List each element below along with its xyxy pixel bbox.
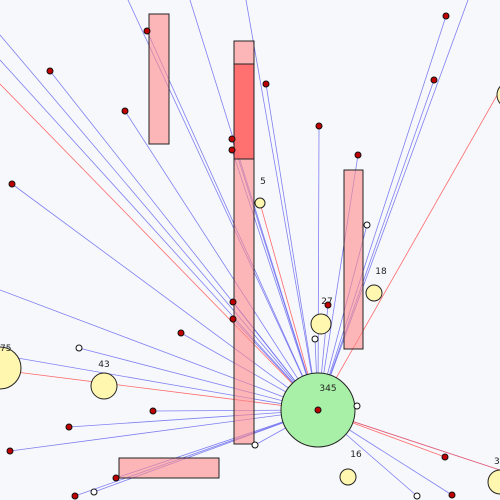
white-node[interactable] bbox=[311, 335, 319, 343]
hub-label: 345 bbox=[319, 384, 336, 394]
bubble[interactable] bbox=[487, 469, 500, 495]
red-node[interactable] bbox=[177, 329, 185, 337]
link-line bbox=[9, 409, 319, 452]
link-line-red bbox=[0, 369, 319, 411]
red-node[interactable] bbox=[71, 492, 79, 500]
red-node[interactable] bbox=[229, 298, 237, 306]
red-node[interactable] bbox=[121, 107, 129, 115]
hub-center-dot bbox=[314, 406, 322, 414]
red-node[interactable] bbox=[324, 301, 332, 309]
red-node[interactable] bbox=[448, 491, 456, 499]
red-node[interactable] bbox=[315, 122, 323, 130]
white-node[interactable] bbox=[75, 344, 83, 352]
score-bubbles: 75 43 5 18 27 16 3 bbox=[0, 82, 500, 495]
enemy-nodes bbox=[6, 12, 456, 500]
horizontal-bar bbox=[118, 457, 220, 479]
red-node[interactable] bbox=[8, 180, 16, 188]
link-line bbox=[0, 354, 319, 411]
link-line-red bbox=[317, 89, 500, 411]
link-line bbox=[146, 30, 319, 411]
red-node[interactable] bbox=[228, 146, 236, 154]
red-node[interactable] bbox=[6, 447, 14, 455]
bubble[interactable] bbox=[310, 313, 332, 335]
bubble-label: 18 bbox=[375, 267, 387, 277]
bubble-label: 5 bbox=[260, 177, 266, 187]
red-node[interactable] bbox=[143, 27, 151, 35]
red-node[interactable] bbox=[46, 67, 54, 75]
bubble-label: 75 bbox=[0, 344, 11, 354]
link-line bbox=[0, 289, 319, 411]
link-line bbox=[78, 347, 319, 411]
vertical-bar bbox=[148, 13, 170, 145]
bubble-label: 16 bbox=[350, 450, 362, 460]
white-node[interactable] bbox=[353, 402, 361, 410]
bubble[interactable] bbox=[254, 197, 266, 209]
vertical-bar-highlight bbox=[233, 63, 255, 160]
link-line bbox=[317, 15, 447, 411]
bubble[interactable] bbox=[365, 284, 383, 302]
bubble-label: 3 bbox=[494, 457, 500, 467]
link-line bbox=[317, 0, 469, 411]
vertical-bar bbox=[343, 169, 364, 350]
white-node[interactable] bbox=[363, 221, 371, 229]
bubble-label: 43 bbox=[98, 360, 109, 370]
link-line bbox=[0, 34, 319, 411]
link-line-red bbox=[0, 83, 319, 411]
red-node[interactable] bbox=[149, 407, 157, 415]
link-line bbox=[245, 0, 319, 411]
red-node[interactable] bbox=[442, 12, 450, 20]
red-node[interactable] bbox=[229, 315, 237, 323]
white-node[interactable] bbox=[251, 441, 259, 449]
bubble[interactable] bbox=[339, 468, 357, 486]
link-line bbox=[317, 125, 320, 411]
link-line bbox=[124, 110, 319, 411]
link-line bbox=[74, 409, 319, 497]
neutral-nodes bbox=[75, 221, 421, 500]
red-node[interactable] bbox=[65, 423, 73, 431]
white-node[interactable] bbox=[413, 492, 421, 500]
white-node[interactable] bbox=[90, 488, 98, 496]
hub-node[interactable]: 345 bbox=[280, 372, 356, 448]
link-line bbox=[317, 79, 435, 411]
bubble[interactable] bbox=[90, 372, 118, 400]
bubble[interactable] bbox=[496, 82, 500, 108]
bar-obstacles bbox=[118, 13, 364, 479]
red-node[interactable] bbox=[354, 151, 362, 159]
red-node[interactable] bbox=[112, 474, 120, 482]
red-node[interactable] bbox=[262, 80, 270, 88]
red-node[interactable] bbox=[430, 76, 438, 84]
bubble[interactable] bbox=[0, 346, 22, 390]
link-line bbox=[0, 59, 319, 411]
link-line bbox=[68, 409, 319, 428]
red-node[interactable] bbox=[441, 453, 449, 461]
link-line bbox=[11, 183, 319, 411]
red-node[interactable] bbox=[228, 135, 236, 143]
link-line bbox=[265, 83, 319, 411]
